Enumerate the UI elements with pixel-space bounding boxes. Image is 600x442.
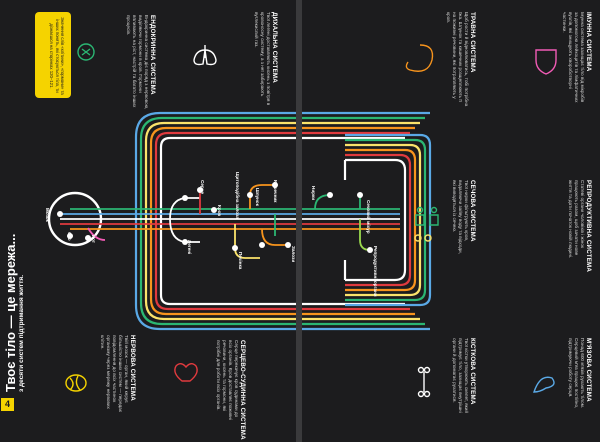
organ-label-liver: Печінка xyxy=(238,252,243,270)
muscular-system-title: М'ЯЗОВА СИСТЕМА xyxy=(585,338,592,402)
brain-icon xyxy=(65,374,87,392)
muscular-system-text: Понад 600 м'язів рухають тілом. Серцевий… xyxy=(567,338,585,409)
skeletal-system-block: КІСТКОВА СИСТЕМА Твої кістки утворюють с… xyxy=(451,338,476,423)
immune-system-block: ІМУННА СИСТЕМА Імунна система захищає ті… xyxy=(561,12,592,107)
muscular-system-block: М'ЯЗОВА СИСТЕМА Понад 600 м'язів рухають… xyxy=(567,338,592,423)
skeletal-system-title: КІСТКОВА СИСТЕМА xyxy=(469,338,476,405)
people-icon xyxy=(415,206,439,226)
bone-icon xyxy=(417,366,431,398)
vocabulary-note-text: Значення слів «клітини», «гормони» та ін… xyxy=(49,17,65,95)
reproductive-system-text: Статеві органи чоловіків і жінок працюют… xyxy=(567,180,585,259)
lungs-icon xyxy=(193,45,217,66)
stomach-icon xyxy=(405,44,434,72)
urinary-system-text: Твої нирки фільтрують кров, видаляючи за… xyxy=(451,180,469,254)
digestive-system-block: ТРАВНА СИСТЕМА Щоб рости й відновлюватис… xyxy=(445,12,476,107)
organ-label-lungs: Легені xyxy=(187,240,192,255)
nervous-system-title: НЕРВОВА СИСТЕМА xyxy=(129,335,136,401)
skeletal-system-text: Твої кістки утворюють скелет, який підтр… xyxy=(451,338,469,413)
central-network xyxy=(60,184,400,259)
urinary-system-block: СЕЧОВА СИСТЕМА Твої нирки фільтрують кро… xyxy=(451,180,476,260)
organ-label-eye: Око xyxy=(67,232,72,241)
vocabulary-note: Значення слів «клітини», «гормони» та ін… xyxy=(35,12,71,98)
digestive-system-title: ТРАВНА СИСТЕМА xyxy=(469,12,476,73)
reproductive-system-title: РЕПРОДУКТИВНА СИСТЕМА xyxy=(585,180,592,273)
nervous-system-text: Твій мозок — орган, який керує більшістю… xyxy=(99,335,129,413)
cardio-system-block: СЕРЦЕВО-СУДИННА СИСТЕМА Серце перекачує … xyxy=(215,340,246,440)
kidney-icon xyxy=(414,234,432,242)
organ-label-mouth: Рот xyxy=(91,235,96,243)
gland-icon xyxy=(77,43,95,61)
endocrine-system-text: Ендокринна система діє поряд з нервовою,… xyxy=(125,15,149,110)
nervous-system-block: НЕРВОВА СИСТЕМА Твій мозок — орган, який… xyxy=(99,335,136,420)
muscle-icon xyxy=(533,376,555,393)
page-subtitle: з десяти систем підтримання життя. xyxy=(18,274,25,392)
organ-label-brain: Мозок xyxy=(45,208,50,222)
organ-label-thyroid: Щитоподібна залоза xyxy=(235,172,240,219)
cardio-system-text: Серце перекачує кров судинами до всіх ор… xyxy=(215,340,239,421)
endocrine-system-block: ЕНДОКРИННА СИСТЕМА Ендокринна система ді… xyxy=(125,15,156,110)
page-title: Твоє тіло — це мережа... xyxy=(3,233,18,392)
reproductive-system-block: РЕПРОДУКТИВНА СИСТЕМА Статеві органи чол… xyxy=(567,180,592,273)
outline-loops xyxy=(134,111,432,331)
respiratory-system-title: ДИХАЛЬНА СИСТЕМА xyxy=(271,12,278,83)
system-icons xyxy=(65,43,557,398)
organ-label-heart: Серце xyxy=(200,180,205,195)
page-number: 4 xyxy=(1,398,14,411)
respiratory-system-text: Твої легені доставляють кисень з повітря… xyxy=(253,12,271,106)
heart-icon xyxy=(174,363,198,382)
organ-label-intestine: Кишечник xyxy=(273,180,278,203)
organ-label-blood: Кров xyxy=(217,205,222,217)
urinary-system-title: СЕЧОВА СИСТЕМА xyxy=(469,180,476,242)
organ-stations xyxy=(57,182,373,253)
page-spine xyxy=(296,0,302,442)
organ-label-bladder: Сечовий міхур xyxy=(366,200,371,234)
shield-icon xyxy=(535,49,557,75)
digestive-system-text: Щоб рости й відновлюватись, тобі потрібн… xyxy=(445,12,469,107)
organ-label-stomach: Шлунок xyxy=(255,188,260,206)
organ-label-kidneys: Нирки xyxy=(311,186,316,201)
immune-system-title: ІМУННА СИСТЕМА xyxy=(585,12,592,72)
organ-label-glands: Залози xyxy=(291,246,296,263)
organ-label-reproductive: Репродуктивні органи xyxy=(373,246,378,297)
cardio-system-title: СЕРЦЕВО-СУДИННА СИСТЕМА xyxy=(239,340,246,440)
endocrine-system-title: ЕНДОКРИННА СИСТЕМА xyxy=(149,15,156,95)
respiratory-system-block: ДИХАЛЬНА СИСТЕМА Твої легені доставляють… xyxy=(253,12,278,107)
immune-system-text: Імунна система захищає тіло від мікробів… xyxy=(561,12,585,103)
